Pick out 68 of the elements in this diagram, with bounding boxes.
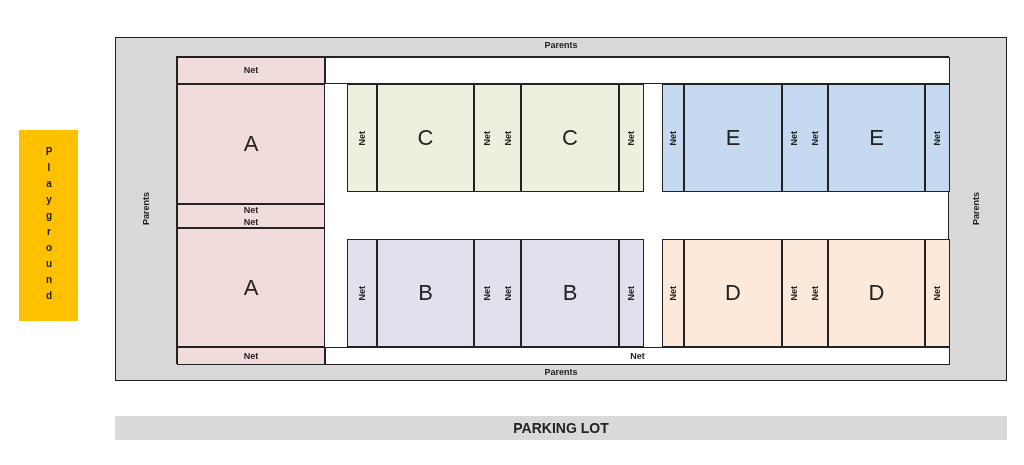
court-zone xyxy=(828,84,925,192)
net-label: Net xyxy=(243,351,259,361)
net-label: Net xyxy=(357,130,367,146)
court-letter: E xyxy=(869,127,884,149)
net-label: Net xyxy=(811,130,820,146)
court-zone xyxy=(177,84,325,204)
area-label: Parents xyxy=(544,41,578,50)
net-label: Net xyxy=(482,285,492,301)
net-zone xyxy=(474,84,521,192)
net-label: Net xyxy=(503,285,513,301)
parking-lot-band xyxy=(115,416,1007,440)
court-zone xyxy=(684,239,782,347)
net-zone xyxy=(662,239,684,347)
court-zone xyxy=(377,239,474,347)
net-zone xyxy=(782,239,828,347)
net-zone xyxy=(325,347,950,365)
net-zone xyxy=(619,239,644,347)
court-zone xyxy=(521,84,619,192)
net-zone xyxy=(177,204,325,228)
area-label: PARKING LOT xyxy=(513,421,609,435)
court-letter: E xyxy=(725,127,741,149)
court-letter: B xyxy=(562,282,578,304)
net-zone xyxy=(925,84,950,192)
net-label: Net xyxy=(630,351,645,361)
court-zone xyxy=(177,228,325,347)
net-zone xyxy=(662,84,684,192)
net-label: Net xyxy=(668,285,678,301)
net-zone xyxy=(925,239,950,347)
net-zone xyxy=(177,57,325,84)
net-label: Net xyxy=(668,130,678,146)
net-label: Net xyxy=(933,130,942,146)
court-zone xyxy=(828,239,925,347)
court-letter: C xyxy=(562,127,578,149)
net-zone xyxy=(782,84,828,192)
court-letter: C xyxy=(417,127,434,149)
area-label: Parents xyxy=(972,192,981,226)
court-zone xyxy=(521,239,619,347)
net-zone xyxy=(177,347,325,365)
court-letter: A xyxy=(243,133,259,155)
playground-area xyxy=(19,130,78,321)
court-letter: B xyxy=(418,282,433,304)
net-label: Net xyxy=(243,205,259,215)
net-label: Net xyxy=(503,130,513,146)
court-letter: D xyxy=(725,282,741,304)
net-label: Net xyxy=(790,130,799,146)
net-label: Net xyxy=(243,217,259,227)
area-label: Parents xyxy=(141,192,151,226)
net-label: Net xyxy=(627,285,636,301)
area-label: Playground xyxy=(43,145,54,306)
net-label: Net xyxy=(627,130,636,146)
court-zone xyxy=(684,84,782,192)
walkway-strip xyxy=(325,57,950,84)
net-label: Net xyxy=(933,285,942,301)
court-zone xyxy=(377,84,474,192)
court-letter: D xyxy=(868,282,885,304)
net-label: Net xyxy=(357,285,367,301)
net-label: Net xyxy=(790,285,799,301)
area-label: Parents xyxy=(544,368,578,377)
parents-area xyxy=(115,37,1007,381)
net-label: Net xyxy=(482,130,492,146)
field-area xyxy=(176,56,949,364)
net-zone xyxy=(347,239,377,347)
net-label: Net xyxy=(811,285,820,301)
net-zone xyxy=(619,84,644,192)
net-zone xyxy=(347,84,377,192)
net-label: Net xyxy=(243,66,259,75)
net-zone xyxy=(474,239,521,347)
court-letter: A xyxy=(243,276,259,299)
